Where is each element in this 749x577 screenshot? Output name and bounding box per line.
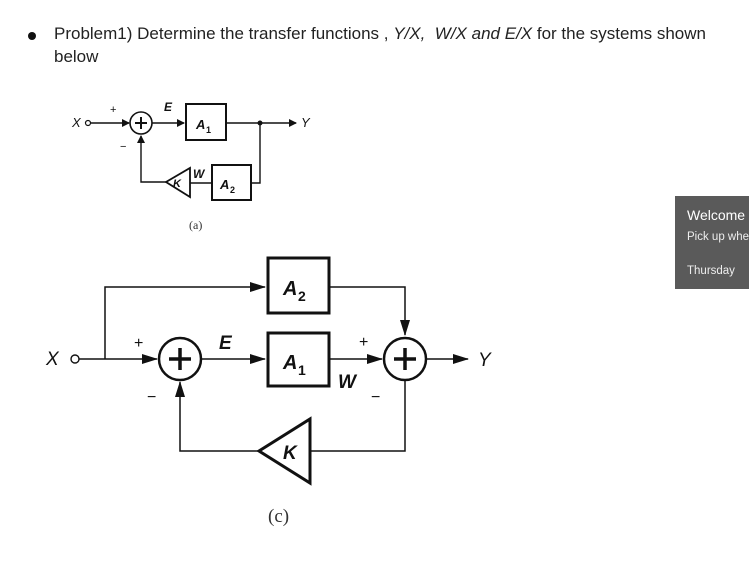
tf-w-over-x: W/X xyxy=(434,24,467,43)
diagram-a-input-node xyxy=(84,119,92,127)
diagram-c-w-label: W xyxy=(338,372,358,393)
notification-time: Thursday xyxy=(687,265,735,277)
diagram-a-w-label: W xyxy=(193,167,206,181)
diagram-a-plus-sign: + xyxy=(110,104,116,116)
diagram-a-block-a1 xyxy=(185,103,227,141)
diagram-c-minus-sign-1: − xyxy=(147,389,156,406)
diagram-c-block-a1-sub: 1 xyxy=(298,362,306,378)
diagram-a-block-a1-label: A xyxy=(195,117,205,132)
diagram-c-block-a1 xyxy=(266,331,331,388)
diagram-a-minus-sign: − xyxy=(120,141,126,153)
diagram-a-output-label: Y xyxy=(301,115,311,130)
diagram-a-block-a2 xyxy=(211,164,252,201)
diagram-c-plus-sign-2: + xyxy=(359,334,368,351)
diagram-c-input-node xyxy=(70,354,80,364)
diagram-c-plus-sign-1: + xyxy=(134,335,143,352)
welcome-notification[interactable]: Welcome back! Pick up where you left off… xyxy=(675,196,749,289)
problem-text: Problem1) Determine the transfer functio… xyxy=(54,22,734,68)
diagram-a-input-label: X xyxy=(71,115,82,130)
diagram-a-feedback-line xyxy=(251,123,261,184)
diagram-c-feedforward-line xyxy=(104,282,266,359)
diagram-c-input-label: X xyxy=(45,349,60,370)
and-word: and xyxy=(471,24,500,43)
diagram-a-gain-k xyxy=(164,166,191,199)
diagram-c-feedback-line xyxy=(311,380,406,452)
diagram-c: X + − E A 2 A 1 W + − Y K (c) xyxy=(45,256,492,527)
diagram-a-block-a2-sub: 2 xyxy=(230,185,235,195)
diagram-c-gain-k xyxy=(256,416,312,486)
diagram-c-block-a2 xyxy=(266,256,331,315)
diagram-a-gain-k-label: K xyxy=(173,178,182,190)
diagram-c-a2-output-line xyxy=(329,286,410,336)
bullet-point xyxy=(28,32,36,40)
tf-y-over-x: Y/X, xyxy=(393,24,426,43)
diagram-c-caption: (c) xyxy=(268,506,289,527)
diagram-c-error-label: E xyxy=(219,333,233,354)
diagram-c-block-a2-sub: 2 xyxy=(298,288,306,304)
diagram-c-minus-sign-2: − xyxy=(371,389,380,406)
tf-e-over-x: E/X xyxy=(504,24,533,43)
diagram-c-return-line xyxy=(175,381,259,452)
notification-title: Welcome back! xyxy=(687,207,749,223)
diagram-a-caption: (a) xyxy=(189,218,202,232)
diagram-c-gain-k-label: K xyxy=(283,443,298,464)
diagram-a-return-line xyxy=(137,135,166,183)
diagram-a-block-a1-sub: 1 xyxy=(206,125,211,135)
problem-suffix: for the systems shown below xyxy=(54,24,706,66)
diagram-a-error-label: E xyxy=(164,100,173,114)
diagram-c-block-a2-label: A xyxy=(282,278,297,300)
problem-prefix: Problem1) Determine the transfer functio… xyxy=(54,24,394,43)
notification-subtitle: Pick up where you left off xyxy=(687,231,749,243)
diagram-c-output-label: Y xyxy=(478,350,492,371)
diagram-c-block-a1-label: A xyxy=(282,352,297,374)
diagram-a-block-a2-label: A xyxy=(219,177,229,192)
diagram-a: X + − E A 1 Y A 2 W K (a) xyxy=(71,100,311,232)
